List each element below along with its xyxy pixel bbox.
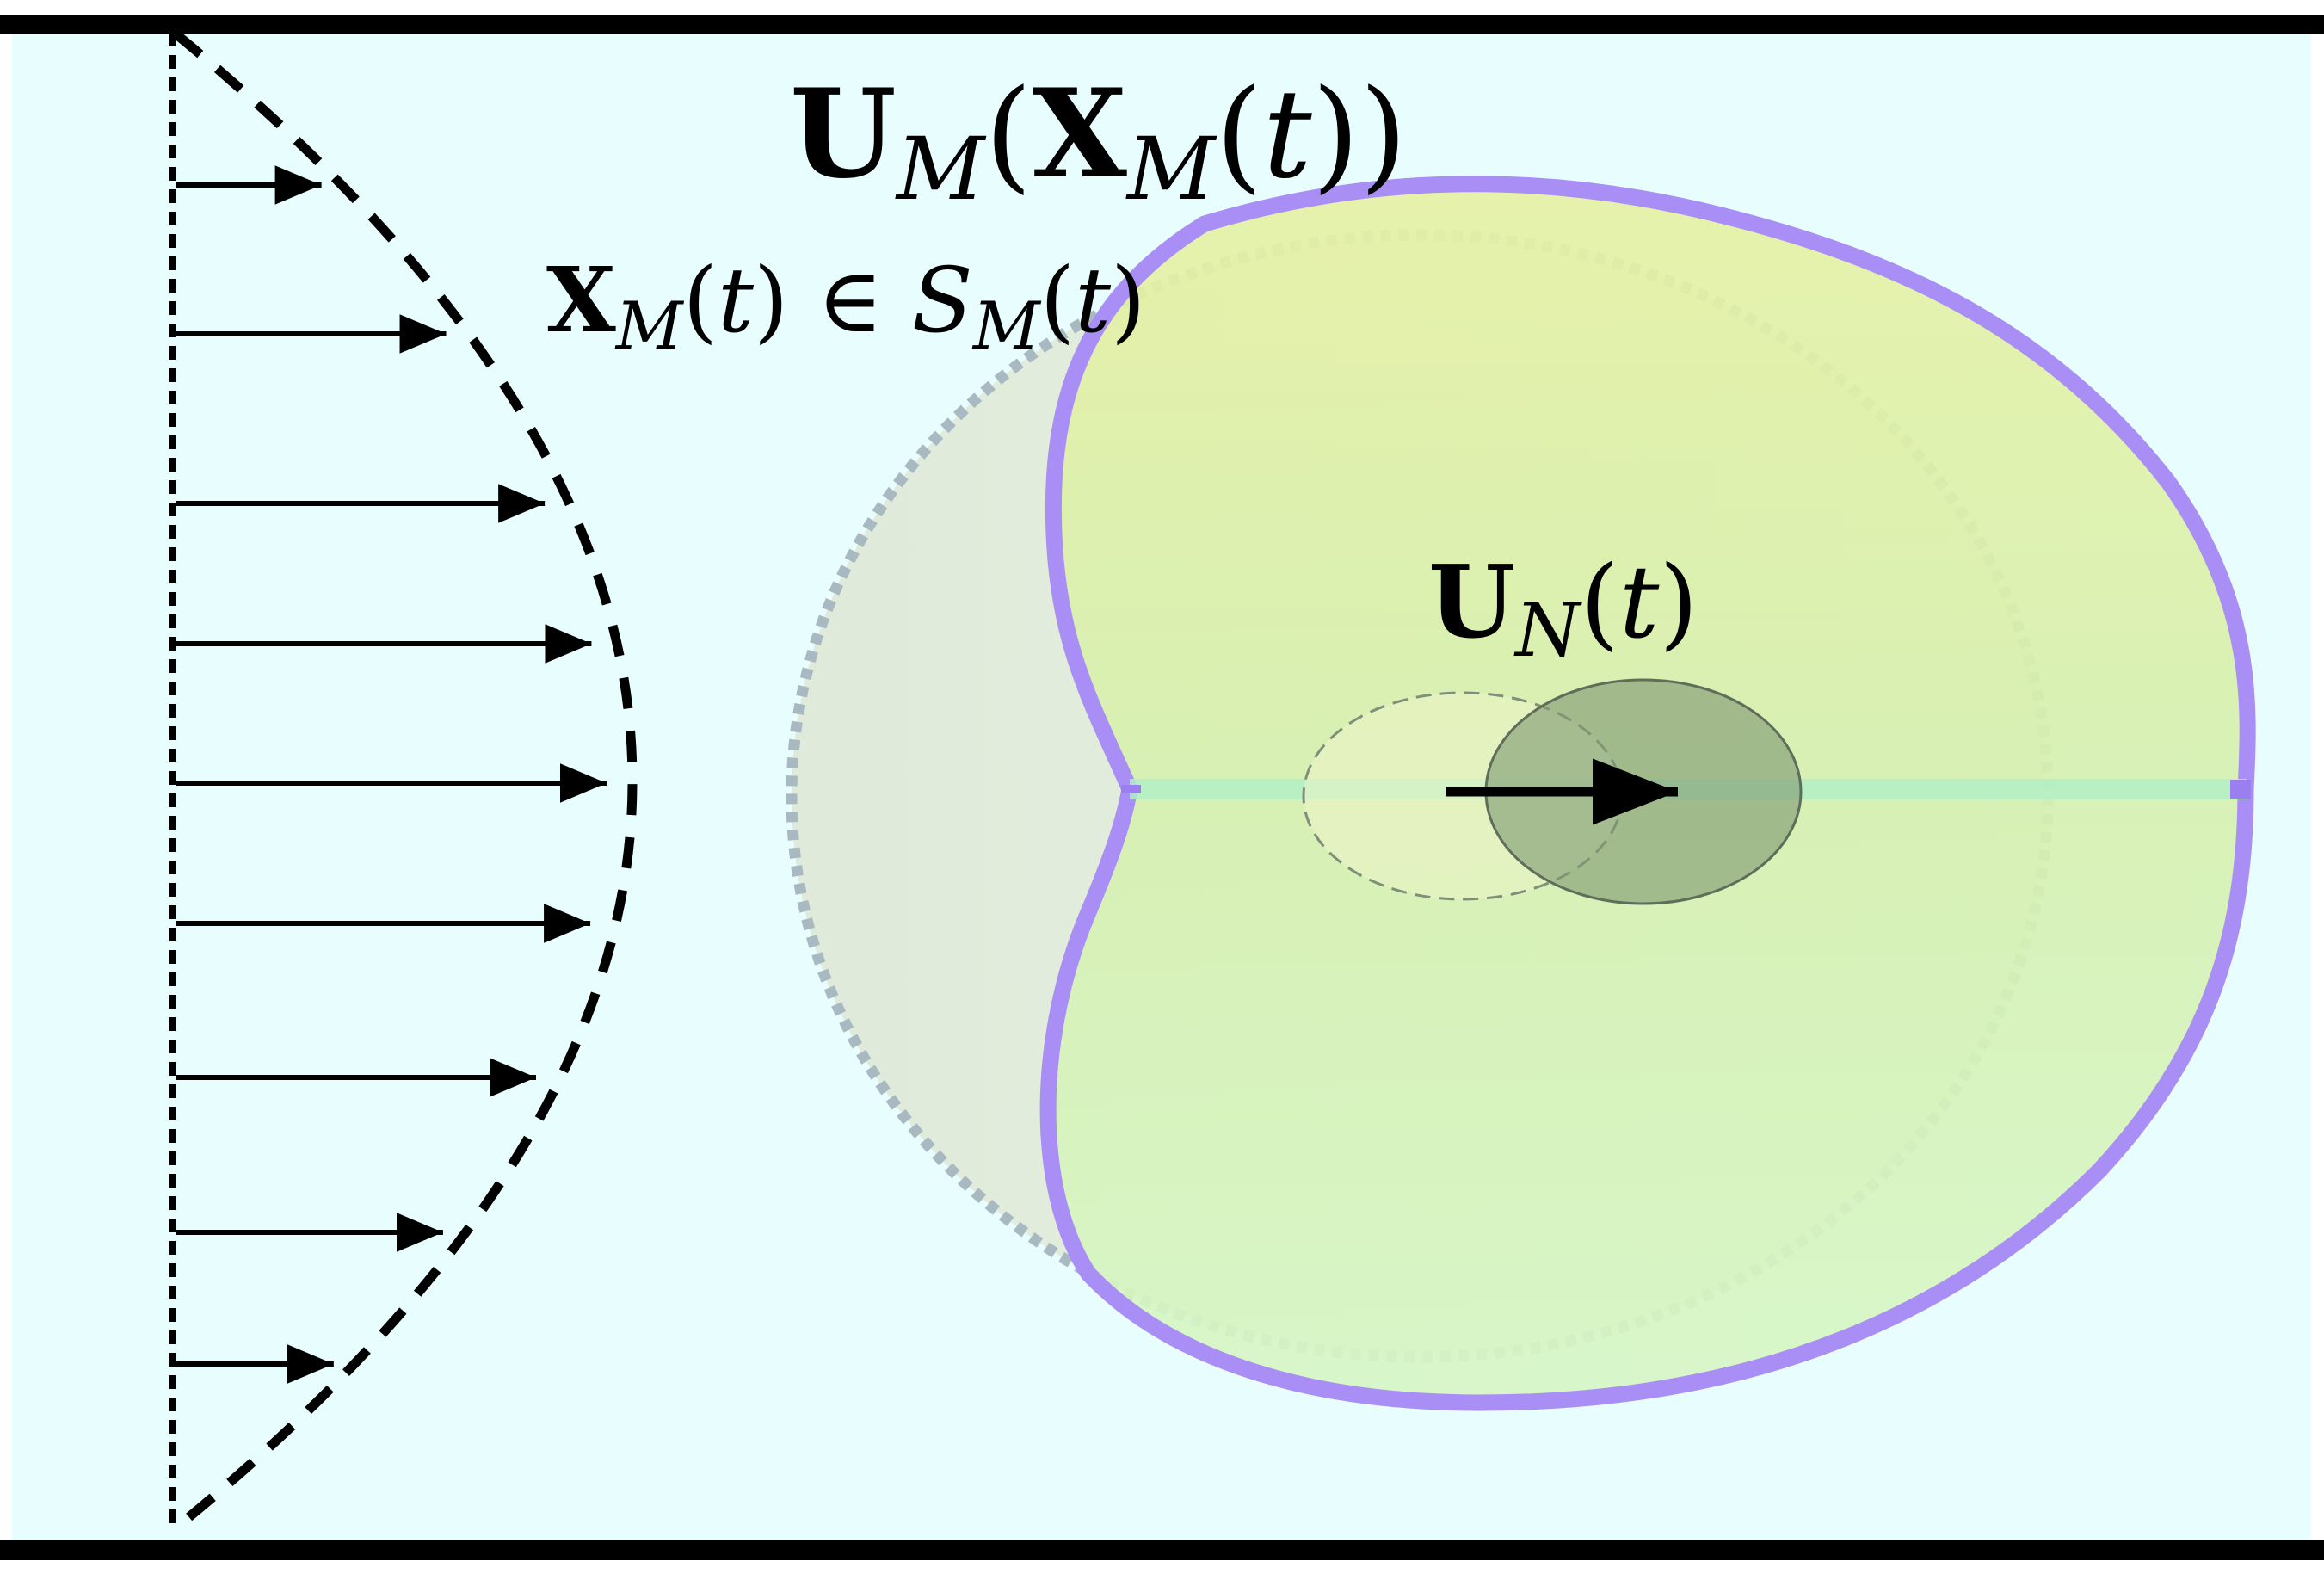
velocity-arrows [176,165,607,1384]
parabolic-profile-curve [173,30,638,1532]
membrane-velocity-label: UM(XM(t)) [790,63,1408,219]
membrane-point-label: XM(t) ∈ SM(t) [546,247,1146,364]
flow-profile [169,30,638,1532]
nucleus-velocity-label: UN(t) [1428,544,1698,674]
